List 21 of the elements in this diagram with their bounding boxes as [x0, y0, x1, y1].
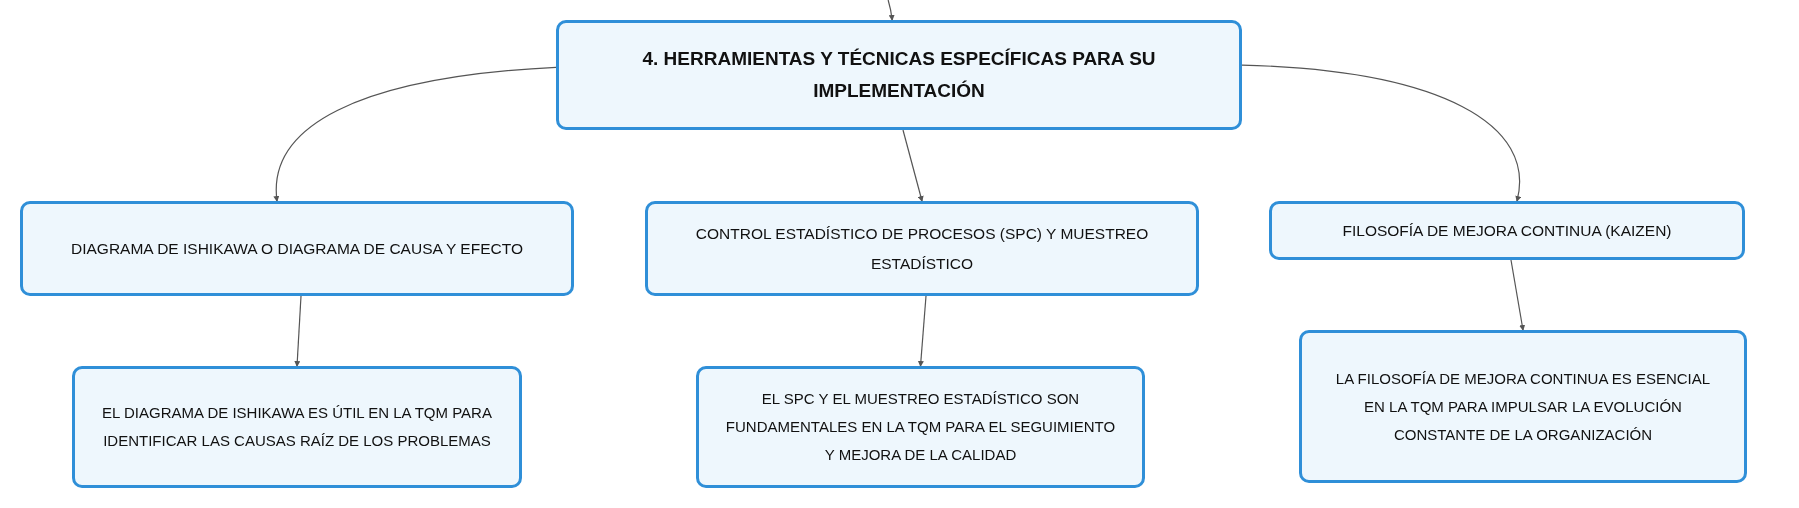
connector-line [273, 66, 557, 202]
connector-line [294, 295, 302, 367]
topic-text: EL DIAGRAMA DE ISHIKAWA ES ÚTIL EN LA TQM PARA IDENTIFICAR LAS CAUSAS RAÍZ DE LOS PROBLEMAS [101, 403, 493, 451]
connector-line [887, 0, 895, 21]
connector-line [902, 129, 924, 202]
topic-text: FILOSOFÍA DE MEJORA CONTINUA (KAIZEN) [1341, 220, 1673, 241]
connector-line [917, 295, 927, 367]
topic-box [645, 201, 1199, 296]
topic-box [72, 366, 522, 488]
topic-box [1299, 330, 1747, 483]
topic-text: EL SPC Y EL MUESTREO ESTADÍSTICO SON FUNDAMENTALES EN LA TQM PARA EL SEGUIMIENTO Y MEJORA DE LA CALIDAD [724, 389, 1117, 465]
topic-text: LA FILOSOFÍA DE MEJORA CONTINUA ES ESENCIAL EN LA TQM PARA IMPULSAR LA EVOLUCIÓN CONSTANTE DE LA ORGANIZACIÓN [1334, 368, 1712, 445]
connector-line [1510, 259, 1526, 331]
connector-line [1241, 64, 1521, 202]
topic-box [1269, 201, 1745, 260]
topic-box [20, 201, 574, 296]
topic-box [556, 20, 1242, 130]
topic-box [696, 366, 1145, 488]
topic-text: DIAGRAMA DE ISHIKAWA O DIAGRAMA DE CAUSA Y EFECTO [70, 238, 524, 259]
topic-text: 4. HERRAMIENTAS Y TÉCNICAS ESPECÍFICAS PARA SU IMPLEMENTACIÓN [641, 47, 1157, 103]
topic-text: CONTROL ESTADÍSTICO DE PROCESOS (SPC) Y MUESTREO ESTADÍSTICO [694, 223, 1150, 274]
